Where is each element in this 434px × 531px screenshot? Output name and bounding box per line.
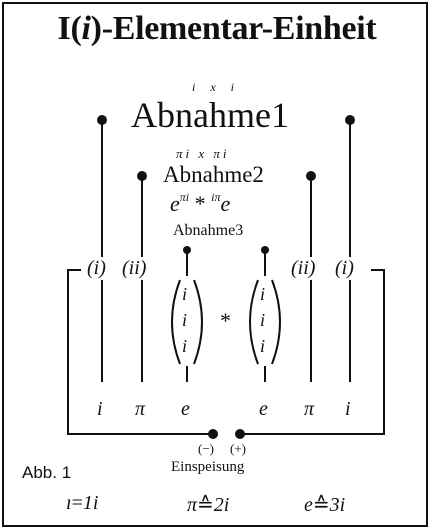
vector-left-close-paren <box>193 279 203 365</box>
diagram-frame: I(i)-Elementar-Einheit <box>2 2 428 527</box>
feed-terminal-minus <box>208 429 218 439</box>
vector-right-entry-3: i <box>260 336 266 356</box>
bottom-label-1: i <box>97 398 103 420</box>
legend-item-2: π≙2i <box>187 494 230 516</box>
legend-item-1: ı=1i <box>66 492 99 514</box>
vector-right-close-paren <box>271 279 281 365</box>
terminals <box>97 115 355 439</box>
bottom-label-2: π <box>135 398 146 420</box>
vector-left-entry-3: i <box>182 336 188 356</box>
product-2: πi x πi <box>176 146 230 161</box>
title-variable: i <box>81 10 91 47</box>
terminal-left-outer <box>97 115 107 125</box>
exp-base-left: e <box>170 191 180 216</box>
abnahme-2-label: Abnahme2 <box>163 162 264 187</box>
vector-left-entry-1: i <box>182 284 188 304</box>
title-prefix: I( <box>57 10 82 47</box>
bottom-label-5: π <box>304 398 315 420</box>
vector-left-entry-2: i <box>182 310 188 330</box>
terminal-right-inner <box>261 246 269 254</box>
abnahme-1-label: Abnahme1 <box>131 95 289 135</box>
vector-left-open-paren <box>171 279 181 365</box>
vector-right-entry-2: i <box>260 310 266 330</box>
exp-superscript-right: iπ <box>211 190 221 204</box>
exponential-expression: eπi * iπe <box>170 190 230 217</box>
terminal-left-middle <box>137 171 147 181</box>
exp-superscript-left: πi <box>179 190 190 204</box>
terminal-left-inner <box>183 246 191 254</box>
marker-right-outer: (i) <box>334 257 355 280</box>
diagram-title: I(i)-Elementar-Einheit <box>4 10 430 48</box>
feed-label: Einspeisung <box>171 459 245 475</box>
exp-base-right: e <box>220 191 231 216</box>
bottom-label-6: i <box>345 398 351 420</box>
legend-item-3: e≙3i <box>304 494 346 516</box>
feed-wire-right <box>242 269 385 435</box>
feed-wire-left <box>67 269 211 435</box>
terminal-right-outer <box>345 115 355 125</box>
figure-label: Abb. 1 <box>22 463 72 482</box>
title-suffix: )-Elementar-Einheit <box>90 10 377 47</box>
bottom-label-3: e <box>181 398 190 420</box>
marker-left-middle: (ii) <box>121 257 148 280</box>
bottom-label-4: e <box>259 398 268 420</box>
vector-operator: * <box>220 308 231 333</box>
feed-plus-label: (+) <box>230 441 246 456</box>
terminal-right-middle <box>306 171 316 181</box>
feed-terminal-plus <box>235 429 245 439</box>
marker-right-middle: (ii) <box>290 257 317 280</box>
abnahme-3-label: Abnahme3 <box>173 222 244 239</box>
vector-right-open-paren <box>249 279 259 365</box>
marker-left-outer: (i) <box>86 257 107 280</box>
exp-operator: * <box>194 191 206 216</box>
feed-minus-label: (−) <box>198 441 214 456</box>
vector-right-entry-1: i <box>260 284 266 304</box>
product-1: i x i <box>192 80 240 94</box>
